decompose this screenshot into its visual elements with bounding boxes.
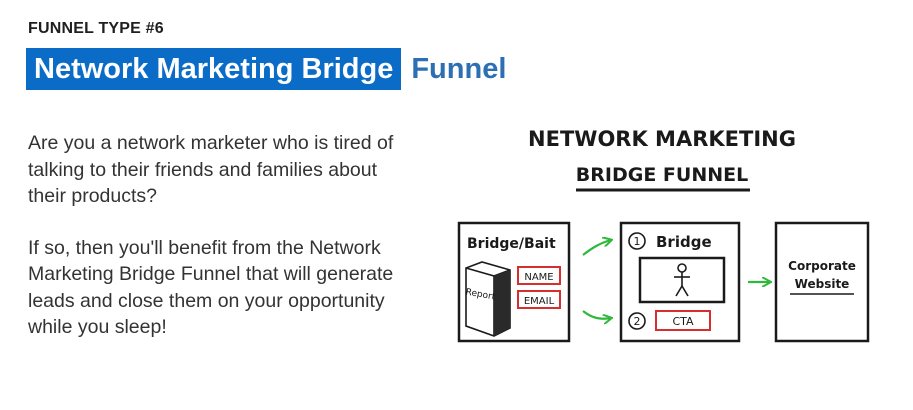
arrow-to-cta — [582, 310, 611, 319]
cta-label: CTA — [672, 315, 694, 328]
title-rest: Funnel — [411, 52, 507, 85]
description-paragraph-1: Are you a network marketer who is tired … — [28, 132, 394, 207]
bridge-bait-label: Bridge/Bait — [467, 236, 556, 252]
step-1-circle — [628, 232, 646, 250]
bridge-label: Bridge — [656, 233, 712, 251]
funnel-type-label: FUNNEL TYPE #6 — [28, 20, 164, 37]
page-title: Network Marketing Bridge Funnel — [26, 48, 506, 90]
email-field-label: EMAIL — [524, 296, 555, 307]
corporate-label: Corporate — [788, 259, 856, 273]
report-book-icon — [465, 261, 511, 337]
website-label: Website — [795, 277, 850, 291]
arrow-to-bridge — [582, 240, 611, 256]
video-frame — [638, 256, 726, 304]
stick-figure-icon — [674, 263, 690, 297]
description-paragraph-2: If so, then you'll benefit from the Netw… — [28, 236, 394, 339]
description: Are you a network marketer who is tired … — [28, 130, 408, 366]
diagram-title-line-1: NETWORK MARKETING — [528, 127, 796, 151]
step-1-number: 1 — [634, 235, 641, 248]
step-2-circle — [628, 312, 646, 330]
name-field-label: NAME — [524, 272, 553, 283]
cta-button — [655, 310, 711, 331]
diagram-title-line-2: BRIDGE FUNNEL — [576, 164, 748, 186]
title-highlight: Network Marketing Bridge — [26, 48, 402, 90]
corporate-website-box — [774, 221, 870, 343]
name-field — [517, 266, 561, 285]
step-2-number: 2 — [634, 315, 641, 328]
email-field — [517, 290, 561, 309]
